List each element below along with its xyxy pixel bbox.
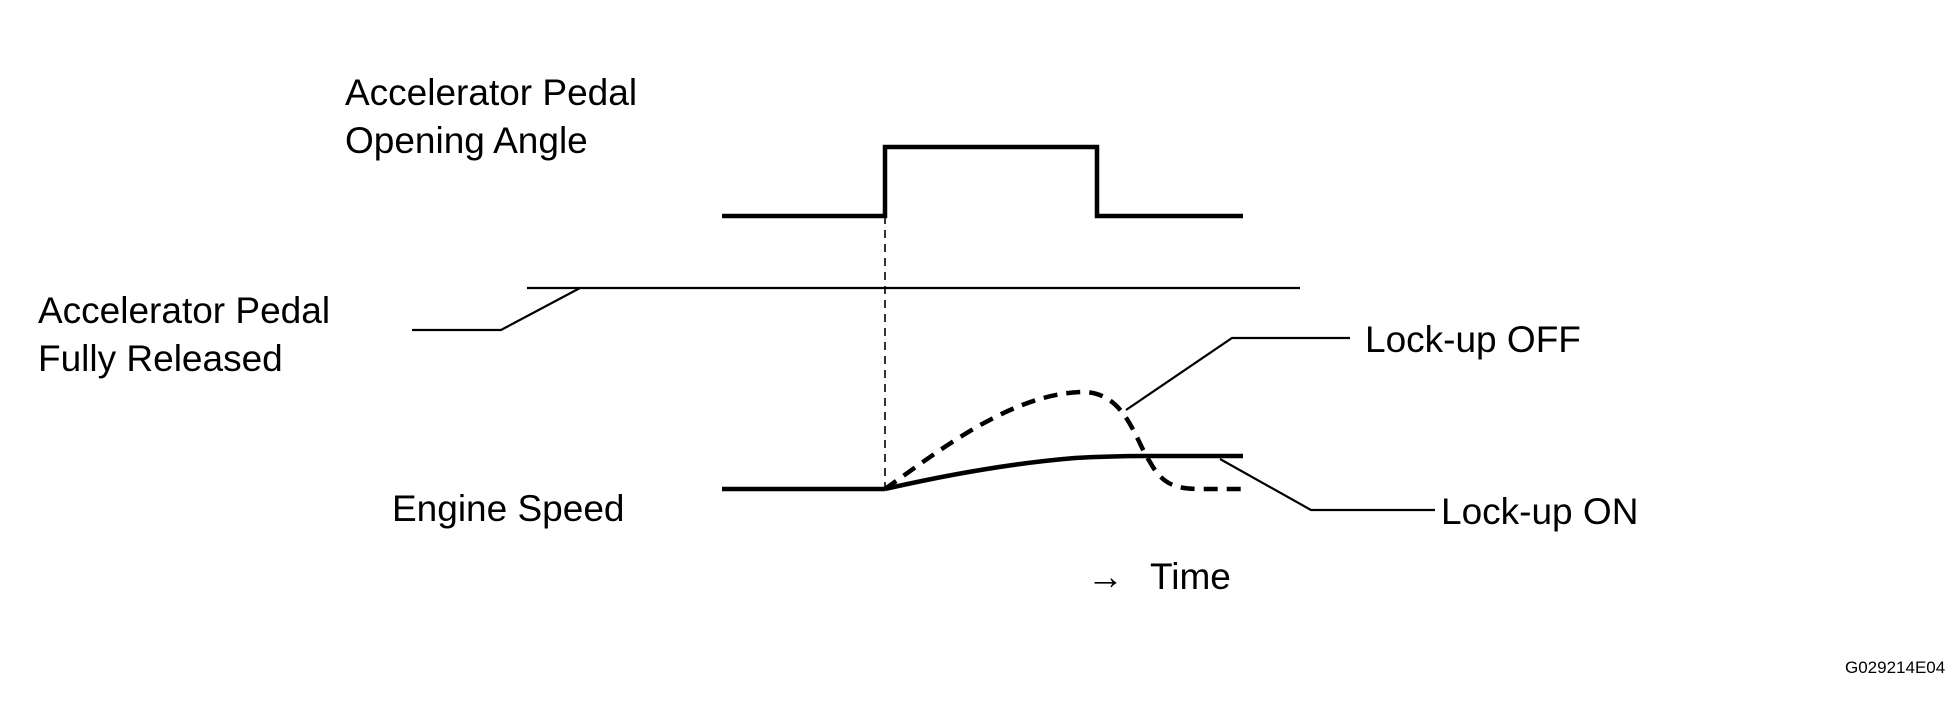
pedal-angle-label-line1: Accelerator Pedal xyxy=(345,72,637,113)
time-arrow-icon: → xyxy=(1087,556,1124,597)
pedal-angle-label-line2: Opening Angle xyxy=(345,120,588,161)
lockup-off-curve xyxy=(883,389,1243,492)
engine-speed-label: Engine Speed xyxy=(392,488,624,529)
figure-code: G029214E04 xyxy=(1845,658,1945,677)
pedal-angle-pulse xyxy=(722,144,1243,219)
lockup-on-label: Lock-up ON xyxy=(1441,491,1638,532)
pedal-released-label-line1: Accelerator Pedal xyxy=(38,290,330,331)
lockup-off-leader xyxy=(1125,336,1350,411)
released-leader xyxy=(412,287,581,332)
lockup-off-label: Lock-up OFF xyxy=(1365,319,1581,360)
time-label: Time xyxy=(1150,556,1231,597)
lockup-on-curve xyxy=(884,453,1243,492)
pedal-released-label-line2: Fully Released xyxy=(38,338,283,379)
lockup-on-leader xyxy=(1219,458,1435,512)
